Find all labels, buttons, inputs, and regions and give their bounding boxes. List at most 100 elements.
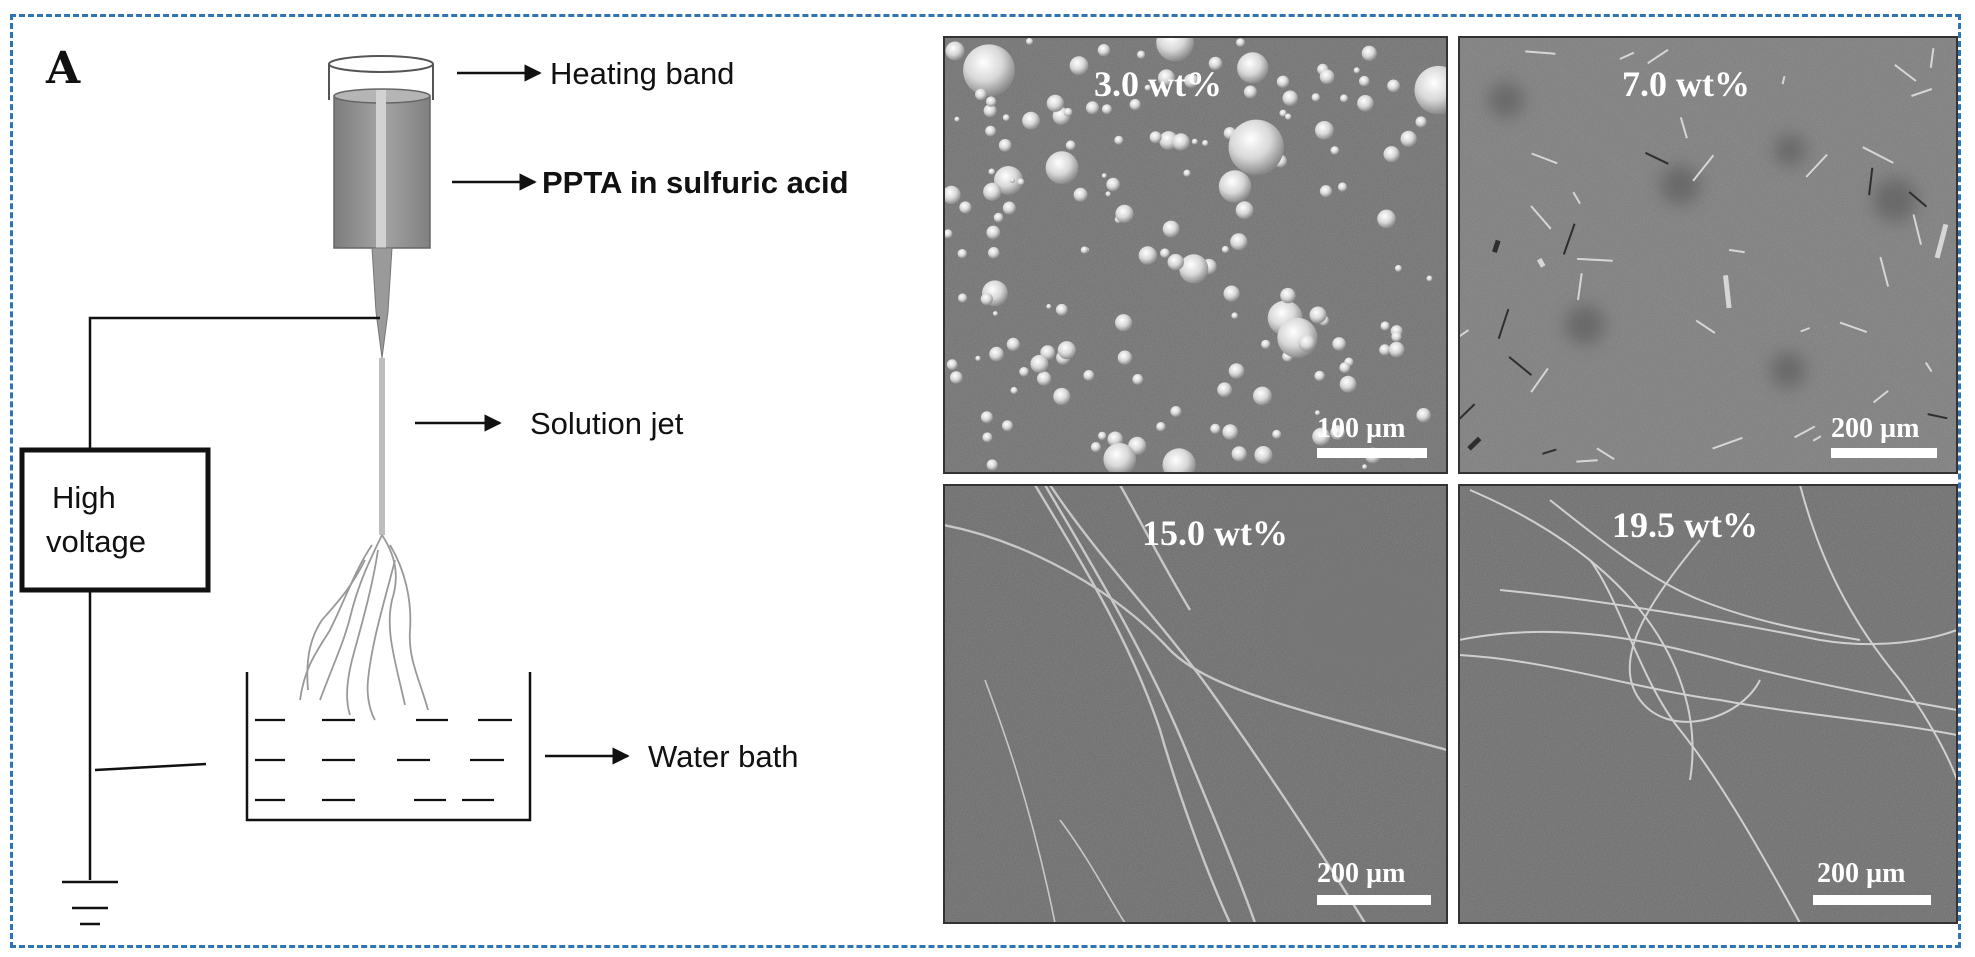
scale-text-15wt: 200 µm [1317, 858, 1405, 889]
particle [957, 249, 967, 259]
particle [1002, 201, 1016, 215]
particle [1222, 424, 1238, 440]
particle [1282, 90, 1298, 106]
particle [1237, 52, 1269, 84]
particle [958, 293, 968, 303]
particle [993, 212, 1004, 223]
rod [1497, 308, 1510, 340]
high-voltage-label-line1: High [52, 480, 116, 515]
scale-text-3wt: 100 µm [1317, 413, 1405, 444]
sem-label-15wt: 15.0 wt% [1142, 513, 1288, 553]
particle [945, 41, 965, 61]
sem-image-7wt [1459, 37, 1957, 473]
rod [1862, 146, 1894, 164]
rod [1467, 436, 1482, 451]
rod [1868, 167, 1874, 196]
particle [1098, 431, 1107, 441]
particle [1106, 177, 1120, 192]
particle [1179, 254, 1209, 284]
particle [1083, 370, 1095, 381]
scale-text-19-5wt: 200 µm [1817, 858, 1905, 889]
particle [1337, 182, 1348, 192]
particle [1017, 178, 1025, 186]
particle [1156, 37, 1194, 62]
particle [1057, 341, 1076, 360]
particle [1276, 75, 1290, 89]
particle [1170, 406, 1182, 417]
panel-label: A [45, 43, 81, 94]
particle [1311, 93, 1321, 102]
particle [1208, 56, 1223, 71]
sem-label-3wt: 3.0 wt% [1094, 64, 1222, 104]
figure-frame [10, 14, 1961, 948]
particle [1383, 146, 1400, 163]
particle [1149, 131, 1162, 144]
particle [1063, 107, 1073, 117]
particle [1400, 130, 1417, 147]
rod [1530, 367, 1549, 393]
particle [1272, 429, 1282, 439]
particle [1391, 331, 1402, 342]
rod [1459, 329, 1469, 338]
rod [1929, 48, 1935, 68]
rod [1644, 151, 1669, 165]
rod [1927, 413, 1948, 420]
rod [1812, 435, 1822, 442]
particle [1065, 140, 1076, 151]
scale-bar-19-5wt [1813, 895, 1931, 905]
particle [1115, 204, 1134, 223]
particle [1388, 341, 1405, 358]
particle [1261, 339, 1271, 349]
particle [986, 225, 1001, 240]
rod [1577, 257, 1613, 262]
particle [1162, 220, 1180, 238]
particle [1218, 170, 1252, 203]
particle [1243, 85, 1257, 99]
rod [1728, 248, 1745, 254]
particle [1086, 101, 1099, 115]
particle [1210, 423, 1221, 434]
particle [1377, 209, 1396, 229]
circuit-wires [88, 316, 380, 880]
rod [1911, 88, 1933, 97]
particle [1414, 65, 1447, 115]
rod [1794, 425, 1816, 439]
particle [1353, 67, 1360, 74]
particles [944, 37, 1447, 473]
particle [980, 293, 993, 306]
particle [1129, 99, 1141, 111]
particle [1019, 367, 1029, 377]
water-bath-label: Water bath [648, 739, 798, 774]
rod [1695, 319, 1716, 334]
particle [1160, 248, 1170, 258]
particle [1073, 187, 1088, 202]
particle [1394, 264, 1402, 272]
particle [998, 139, 1012, 152]
particle [1069, 56, 1089, 76]
particle [1380, 321, 1390, 331]
particle [1231, 446, 1247, 462]
particle [1339, 375, 1357, 393]
scale-bar-15wt [1317, 895, 1431, 905]
rod [1924, 362, 1933, 373]
particle [1387, 79, 1400, 93]
particle [1426, 275, 1433, 282]
rod [1537, 257, 1546, 268]
particle [1117, 350, 1133, 365]
rod [1576, 459, 1598, 463]
rod [1619, 51, 1635, 60]
jet-label: Solution jet [530, 406, 684, 441]
particle [975, 88, 987, 101]
fibers [1459, 485, 1957, 923]
scale-bar-3wt [1317, 448, 1427, 458]
particle [988, 247, 1000, 259]
particle [1221, 245, 1229, 254]
particle [980, 411, 993, 424]
particle [1279, 109, 1287, 117]
particle [963, 44, 1015, 97]
sem-label-7wt: 7.0 wt% [1622, 64, 1750, 104]
electrospinning-schematic: High voltage Heating band PPTA in sulfur… [19, 55, 849, 926]
particle [1009, 177, 1015, 183]
sem-image-3wt [944, 37, 1447, 473]
